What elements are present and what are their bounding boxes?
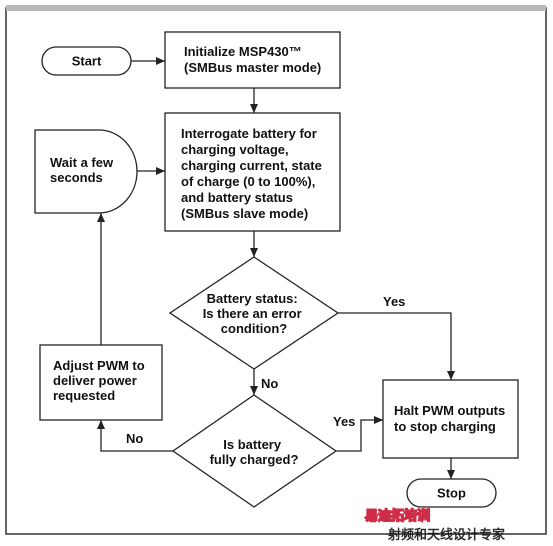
svg-text:Is battery fully charged: Is battery fully charged? xyxy=(210,437,299,467)
adjust-pwm-line-3: requested xyxy=(53,388,115,403)
halt-pwm-line-1: Halt PWM outputs xyxy=(394,403,505,418)
charged-check-line-2: fully charged? xyxy=(210,452,299,467)
connectors xyxy=(97,57,455,479)
watermark-logo: 易迪拓培训 射频和天线设计专家 xyxy=(364,507,506,543)
init-line-2: (SMBus master mode) xyxy=(184,60,321,75)
svg-text:Wait a few seconds: Wait a few seconds xyxy=(50,155,117,185)
edge-label-error-yes: Yes xyxy=(383,294,405,309)
edge-label-error-no: No xyxy=(261,376,278,391)
halt-pwm-line-2: to stop charging xyxy=(394,419,496,434)
charged-check-line-1: Is battery xyxy=(223,437,282,452)
svg-text:Adjust PWM to deliver po: Adjust PWM to deliver power requested xyxy=(53,358,148,403)
error-check-node: Battery status: Is there an error condit… xyxy=(168,256,340,370)
start-node: Start xyxy=(41,46,132,76)
adjust-pwm-line-2: deliver power xyxy=(53,373,137,388)
interrogate-node: Interrogate battery for charging voltage… xyxy=(164,112,341,232)
stop-label: Stop xyxy=(437,486,466,501)
wait-line-2: seconds xyxy=(50,170,103,185)
start-label: Start xyxy=(72,54,102,69)
edge-charged-no-to-adjust xyxy=(97,420,173,452)
edge-error-yes-to-halt xyxy=(338,312,455,380)
adjust-pwm-line-1: Adjust PWM to xyxy=(53,358,145,373)
adjust-pwm-node: Adjust PWM to deliver power requested xyxy=(39,344,163,421)
svg-text:Interrogate battery for: Interrogate battery for charging voltage… xyxy=(181,126,326,221)
outer-frame xyxy=(5,5,547,535)
svg-text:Halt PWM outputs to stop: Halt PWM outputs to stop charging xyxy=(394,403,509,434)
halt-pwm-node: Halt PWM outputs to stop charging xyxy=(382,379,519,459)
edge-label-charged-no: No xyxy=(126,431,143,446)
edge-charged-yes-to-halt xyxy=(336,416,383,452)
watermark-title: 易迪拓培训 xyxy=(365,508,430,524)
interrogate-line-6: (SMBus slave mode) xyxy=(181,206,308,221)
svg-text:Battery status: Is there: Battery status: Is there an error condit… xyxy=(203,291,306,336)
charged-check-node: Is battery fully charged? xyxy=(171,394,338,508)
error-check-line-2: Is there an error xyxy=(203,306,302,321)
wait-line-1: Wait a few xyxy=(50,155,114,170)
interrogate-line-3: charging current, state xyxy=(181,158,322,173)
error-check-line-3: condition? xyxy=(221,321,287,336)
svg-text:Initialize MSP430™ (SMBu: Initialize MSP430™ (SMBus master mode) xyxy=(184,44,321,75)
wait-node: Wait a few seconds xyxy=(34,129,138,214)
watermark-subtitle: 射频和天线设计专家 xyxy=(387,527,506,543)
interrogate-line-4: of charge (0 to 100%), xyxy=(181,174,315,189)
edge-label-charged-yes: Yes xyxy=(333,414,355,429)
interrogate-line-5: and battery status xyxy=(181,190,293,205)
interrogate-line-1: Interrogate battery for xyxy=(181,126,317,141)
stop-node: Stop xyxy=(406,478,497,508)
init-node: Initialize MSP430™ (SMBus master mode) xyxy=(164,31,341,89)
init-line-1: Initialize MSP430™ xyxy=(184,44,302,59)
error-check-line-1: Battery status: xyxy=(207,291,298,306)
interrogate-line-2: charging voltage, xyxy=(181,142,289,157)
